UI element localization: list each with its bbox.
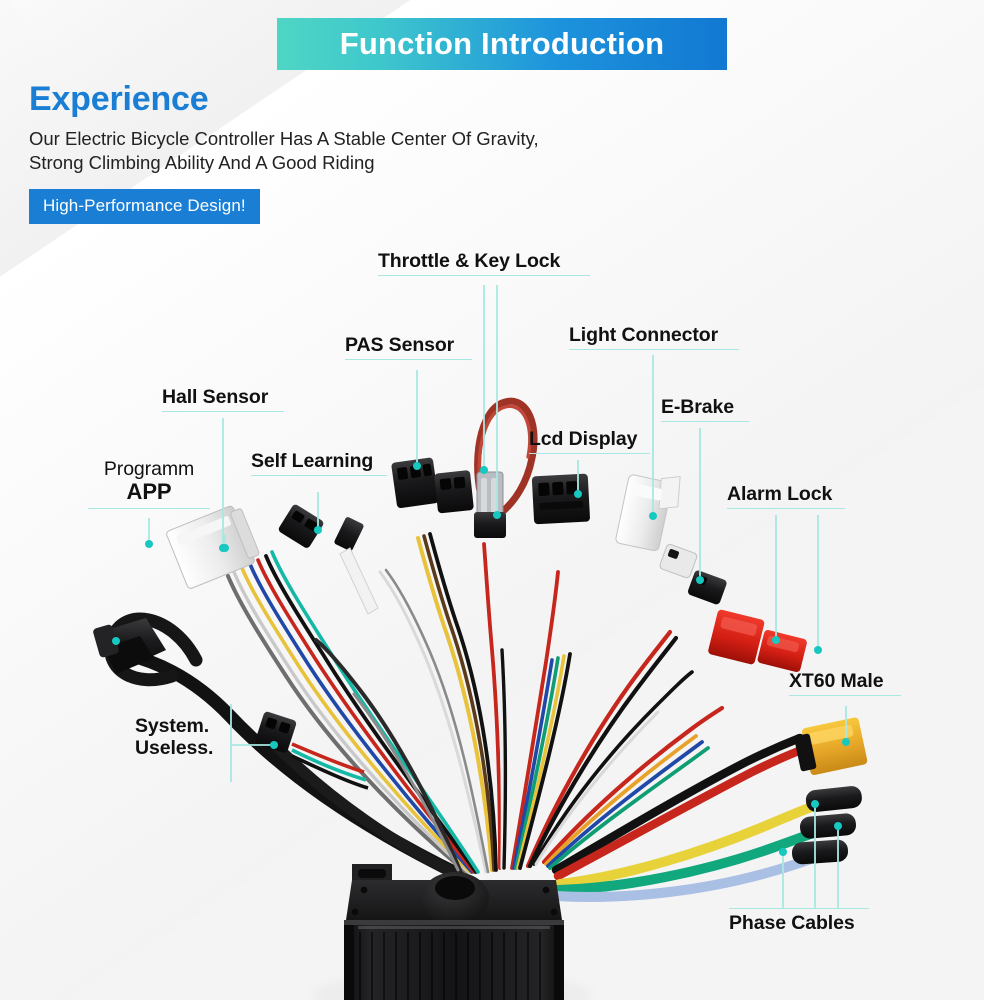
callout-rule (727, 508, 845, 510)
callout-system-useless: System. Useless. (135, 715, 231, 759)
callout-pas-sensor: PAS Sensor (345, 334, 472, 361)
callout-hall-sensor: Hall Sensor (162, 386, 284, 413)
intro-badge: High-Performance Design! (29, 188, 260, 224)
callout-label: Hall Sensor (162, 386, 269, 408)
wire-harness (104, 397, 831, 902)
system-useless-connector (93, 618, 166, 674)
callout-label-line2: Useless. (135, 737, 214, 760)
callout-rule (378, 275, 590, 277)
callout-rule (345, 359, 472, 361)
callout-label: E-Brake (661, 396, 735, 418)
hall-sensor-connector (166, 505, 260, 589)
callout-rule (661, 421, 749, 423)
callout-label: PAS Sensor (345, 334, 455, 356)
callout-label: Lcd Display (529, 428, 638, 450)
callout-rule (88, 507, 210, 509)
callout-light-connector: Light Connector (569, 324, 739, 351)
callout-label: Programm APP (88, 458, 210, 505)
callout-phase-cables: Phase Cables (729, 908, 869, 934)
leader-end-dots (112, 462, 850, 856)
callout-lcd-display: Lcd Display (529, 428, 650, 455)
callout-label: Alarm Lock (727, 483, 833, 505)
callout-xt60-male: XT60 Male (789, 670, 901, 697)
callout-label: Light Connector (569, 324, 719, 346)
throttle-connector (434, 470, 474, 514)
phase-cable-connector-blue (791, 839, 849, 865)
callout-e-brake: E-Brake (661, 396, 749, 423)
banner-title: Function Introduction (339, 26, 665, 61)
light-connector-plug (615, 474, 681, 552)
callout-label-line1: Programm (103, 458, 195, 480)
callout-rule (162, 411, 284, 413)
callout-label: System. Useless. (135, 715, 231, 759)
header-banner: Function Introduction (277, 18, 727, 70)
pas-sensor-connector (391, 457, 439, 509)
alarm-lock-connector-1 (708, 609, 765, 665)
callout-label: Throttle & Key Lock (378, 250, 561, 272)
connectors (93, 457, 868, 865)
lcd-display-connector (531, 473, 590, 525)
controller-body (344, 864, 564, 1000)
intro-body: Our Electric Bicycle Controller Has A St… (29, 127, 539, 174)
callout-rule (569, 349, 739, 351)
self-learning-tube (334, 517, 379, 615)
callout-label: Phase Cables (729, 912, 855, 934)
callout-label: Self Learning (251, 450, 374, 472)
callout-rule (529, 453, 650, 455)
callout-self-learning: Self Learning (251, 450, 387, 477)
e-brake-connector (659, 543, 698, 579)
system-useless-small-connector (255, 711, 297, 753)
callout-alarm-lock: Alarm Lock (727, 483, 845, 510)
callout-rule (729, 908, 869, 909)
callout-throttle-key-lock: Throttle & Key Lock (378, 250, 590, 277)
intro-heading: Experience (29, 80, 209, 118)
self-learning-connector (278, 504, 324, 548)
callout-label: XT60 Male (789, 670, 884, 692)
phase-cable-connector-green (799, 813, 857, 839)
callout-rule (251, 475, 387, 477)
intro-block: Experience Our Electric Bicycle Controll… (29, 80, 629, 224)
callout-label-line1: System. (135, 715, 210, 737)
xt60-male-connector (794, 717, 868, 776)
callout-programm-app: Programm APP (88, 458, 210, 509)
callout-rule (789, 695, 901, 697)
callout-label-line2: APP (126, 479, 172, 505)
phase-cable-connector-yellow (805, 786, 862, 812)
